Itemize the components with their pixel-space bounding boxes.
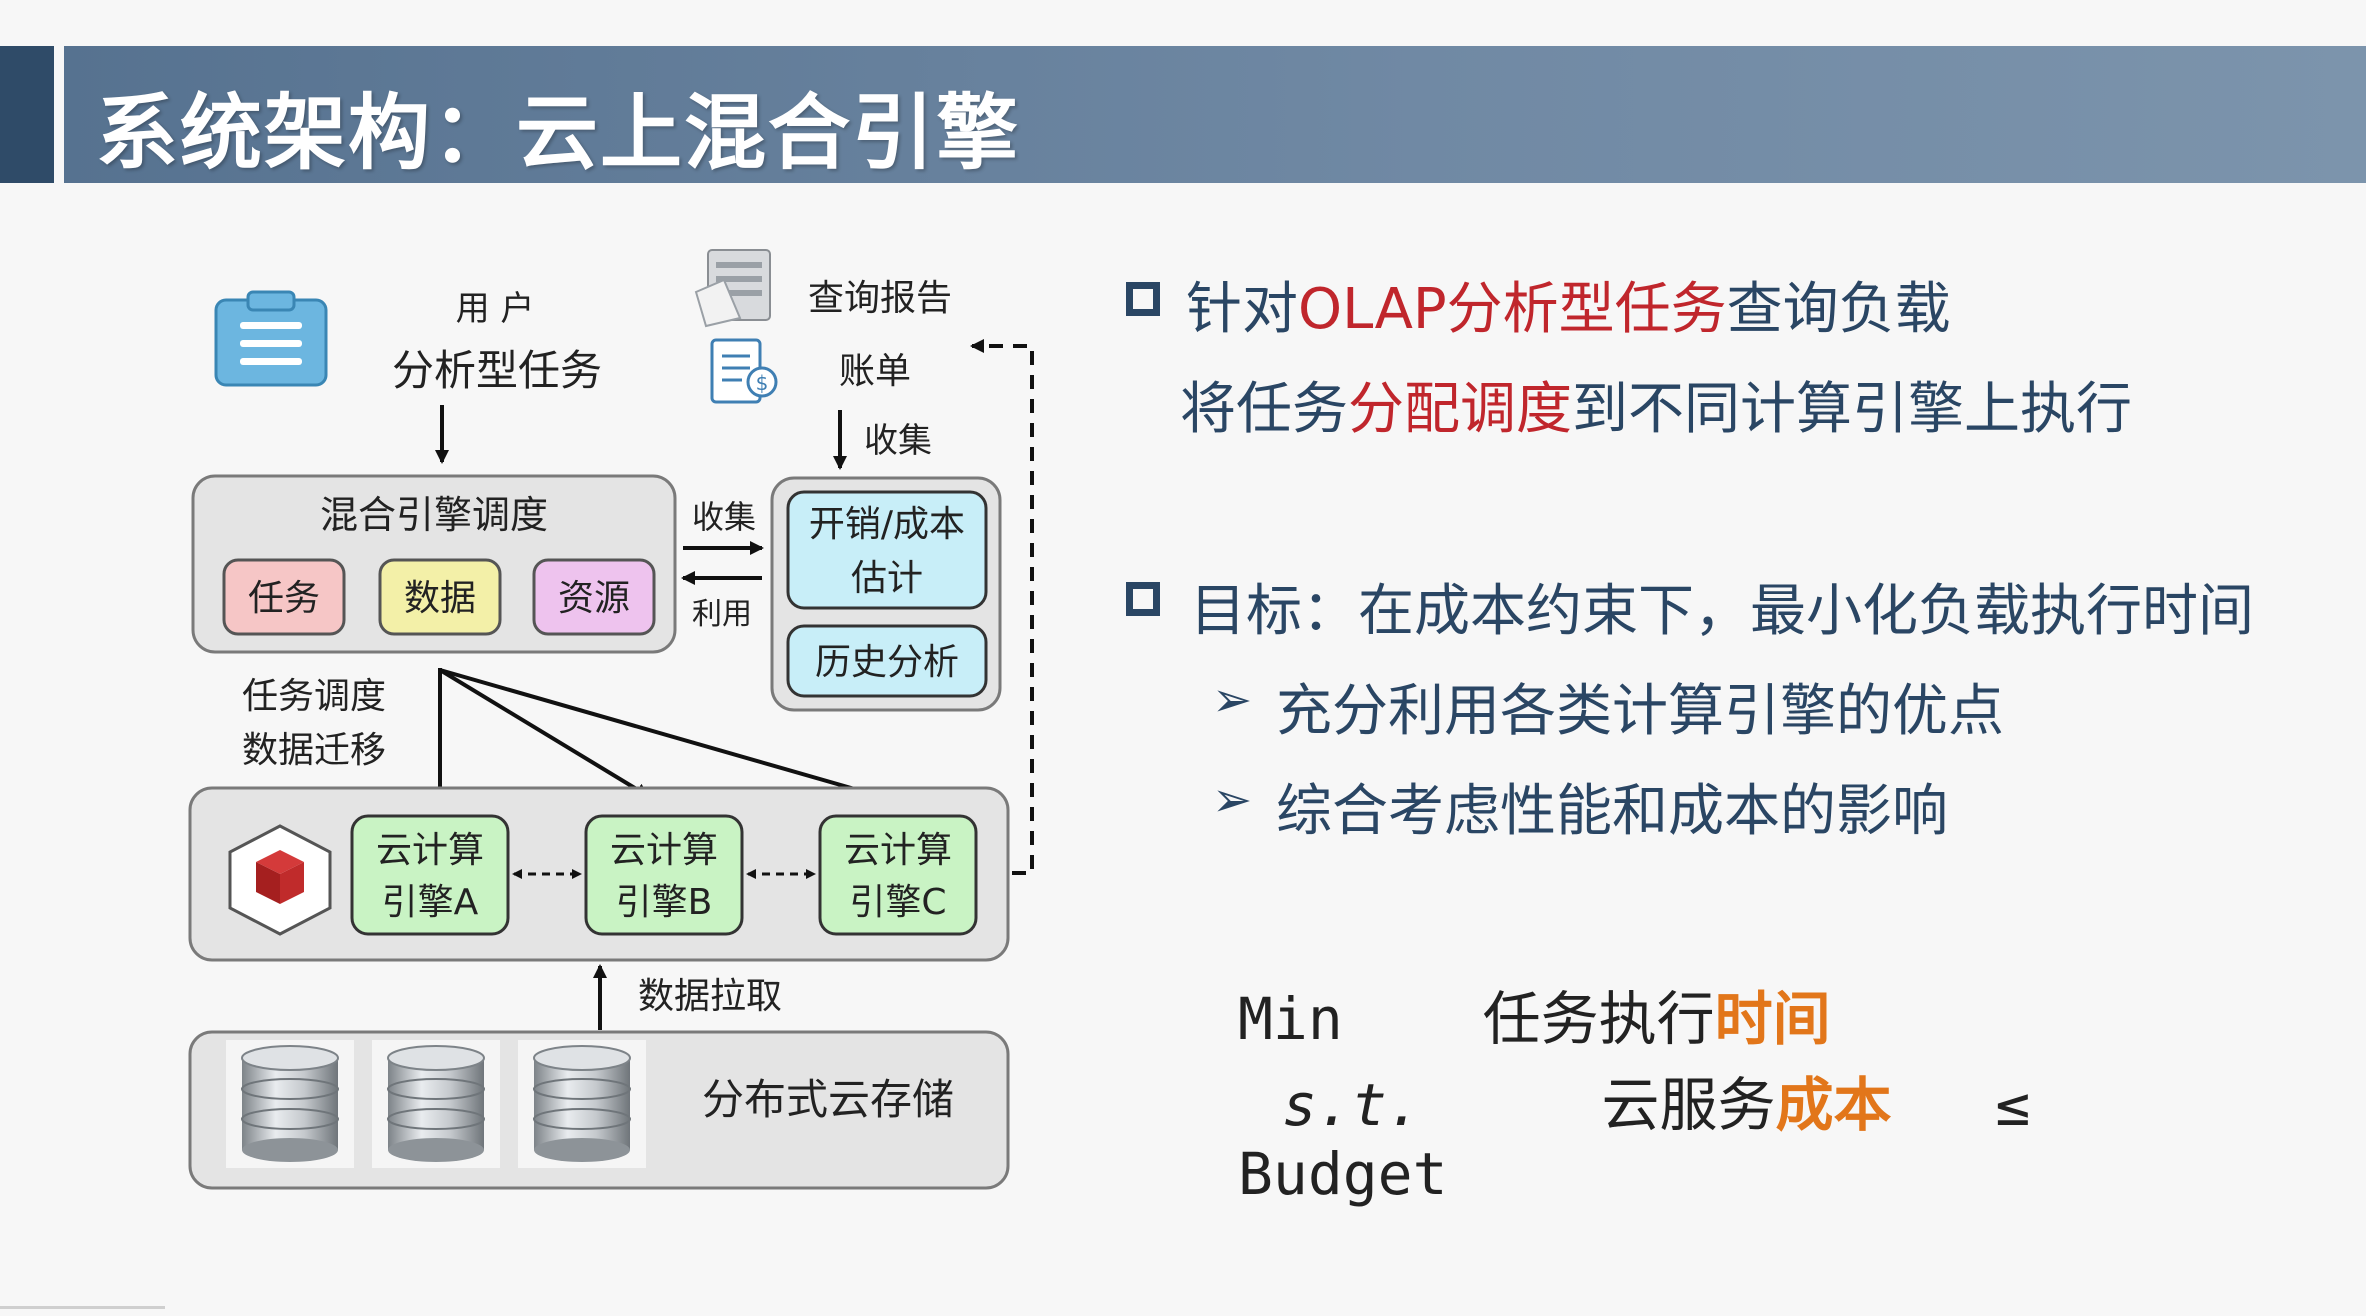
user-label: 用 户	[456, 289, 535, 329]
formula-min-text: 任务执行	[1482, 985, 1715, 1053]
bullet-1-line2-highlight: 分配调度	[1348, 377, 1572, 442]
collect-top-label: 收集	[864, 421, 932, 461]
cost-box-line2: 估计	[851, 558, 923, 599]
tag-task-label: 任务	[248, 578, 320, 619]
formula-st-highlight: 成本	[1775, 1071, 1892, 1139]
cost-estimation-box	[786, 490, 988, 610]
formula-budget: Budget	[1238, 1140, 1448, 1208]
engine-c-line2: 引擎C	[849, 882, 946, 923]
bullet-1-pre: 针对	[1186, 277, 1298, 342]
footer-divider	[0, 1306, 165, 1309]
server-report-icon	[694, 249, 771, 328]
tag-resource	[532, 558, 656, 636]
pull-label: 数据拉取	[638, 976, 782, 1017]
formula-min: Min	[1238, 985, 1343, 1053]
bullet-square-icon	[1126, 582, 1160, 616]
bill-label: 账单	[839, 351, 911, 392]
engine-b-line1: 云计算	[610, 830, 718, 871]
engine-a-line1: 云计算	[376, 830, 484, 871]
formula-min-highlight: 时间	[1714, 985, 1831, 1053]
svg-text:$: $	[756, 371, 769, 395]
title-gap	[54, 46, 64, 183]
formula-st-text: 云服务	[1601, 1071, 1776, 1139]
engine-b-box	[584, 814, 744, 936]
bullet-1-line-1: 针对OLAP分析型任务查询负载	[1186, 264, 1951, 345]
collect-mid-label: 收集	[692, 498, 756, 536]
bullet-1-post: 查询负载	[1726, 277, 1951, 342]
bullet-square-icon	[1126, 282, 1160, 316]
formula-leq: ≤	[1995, 1071, 2031, 1139]
history-analysis-box	[786, 624, 988, 698]
engine-c-line1: 云计算	[844, 830, 952, 871]
sub-bullet-arrow-icon: ➢	[1212, 772, 1253, 828]
tag-resource-label: 资源	[558, 578, 630, 619]
title-bar	[0, 46, 2366, 183]
bullet-1-highlight: OLAP分析型任务	[1298, 277, 1727, 342]
dispatch-arrow-c	[439, 668, 888, 802]
bullet-1-line2-pre: 将任务	[1180, 377, 1348, 442]
architecture-diagram: 用 户 分析型任务 查询报告 $ 账单 收集 混合引擎调度 任务 数据 资源 收…	[188, 249, 1034, 1190]
bullet-1-line-2: 将任务分配调度到不同计算引擎上执行	[1180, 364, 2132, 445]
history-box-label: 历史分析	[815, 642, 959, 683]
page-title: 系统架构：云上混合引擎	[96, 86, 1021, 181]
cube-icon	[228, 824, 332, 936]
tag-task	[222, 558, 346, 636]
database-icon	[372, 1040, 500, 1168]
task-label: 分析型任务	[392, 346, 602, 395]
engine-a-box	[350, 814, 510, 936]
bullet-1-line2-post: 到不同计算引擎上执行	[1572, 377, 2132, 442]
database-icon	[518, 1040, 646, 1168]
sub-bullet-2: 综合考虑性能和成本的影响	[1276, 779, 1948, 844]
dispatch-arrow-b	[438, 668, 650, 798]
tag-data	[378, 558, 502, 636]
dispatch-line2: 数据迁移	[242, 730, 386, 771]
scheduler-title: 混合引擎调度	[320, 493, 548, 537]
use-mid-label: 利用	[692, 597, 752, 632]
formula-st-line: s.t. 云服务成本 ≤	[1282, 1058, 2030, 1142]
formula-min-line: Min 任务执行时间	[1238, 972, 1831, 1056]
dispatch-line1: 任务调度	[242, 676, 386, 717]
storage-label: 分布式云存储	[702, 1075, 954, 1124]
tag-data-label: 数据	[404, 578, 476, 619]
database-icon	[226, 1040, 354, 1168]
bullet-2: 目标：在成本约束下，最小化负载执行时间	[1190, 579, 2254, 644]
engine-b-line2: 引擎B	[616, 882, 713, 923]
engine-c-box	[818, 814, 978, 936]
bill-document-icon: $	[710, 338, 778, 404]
report-label: 查询报告	[808, 278, 952, 319]
task-clipboard-icon	[214, 290, 328, 387]
sub-bullet-arrow-icon: ➢	[1212, 672, 1253, 728]
title-accent	[0, 46, 54, 183]
sub-bullet-1: 充分利用各类计算引擎的优点	[1276, 679, 2004, 744]
formula-st: s.t.	[1282, 1071, 1422, 1139]
engine-a-line2: 引擎A	[382, 882, 479, 923]
cost-box-line1: 开销/成本	[809, 504, 965, 545]
feedback-dashed-line	[970, 339, 1034, 875]
